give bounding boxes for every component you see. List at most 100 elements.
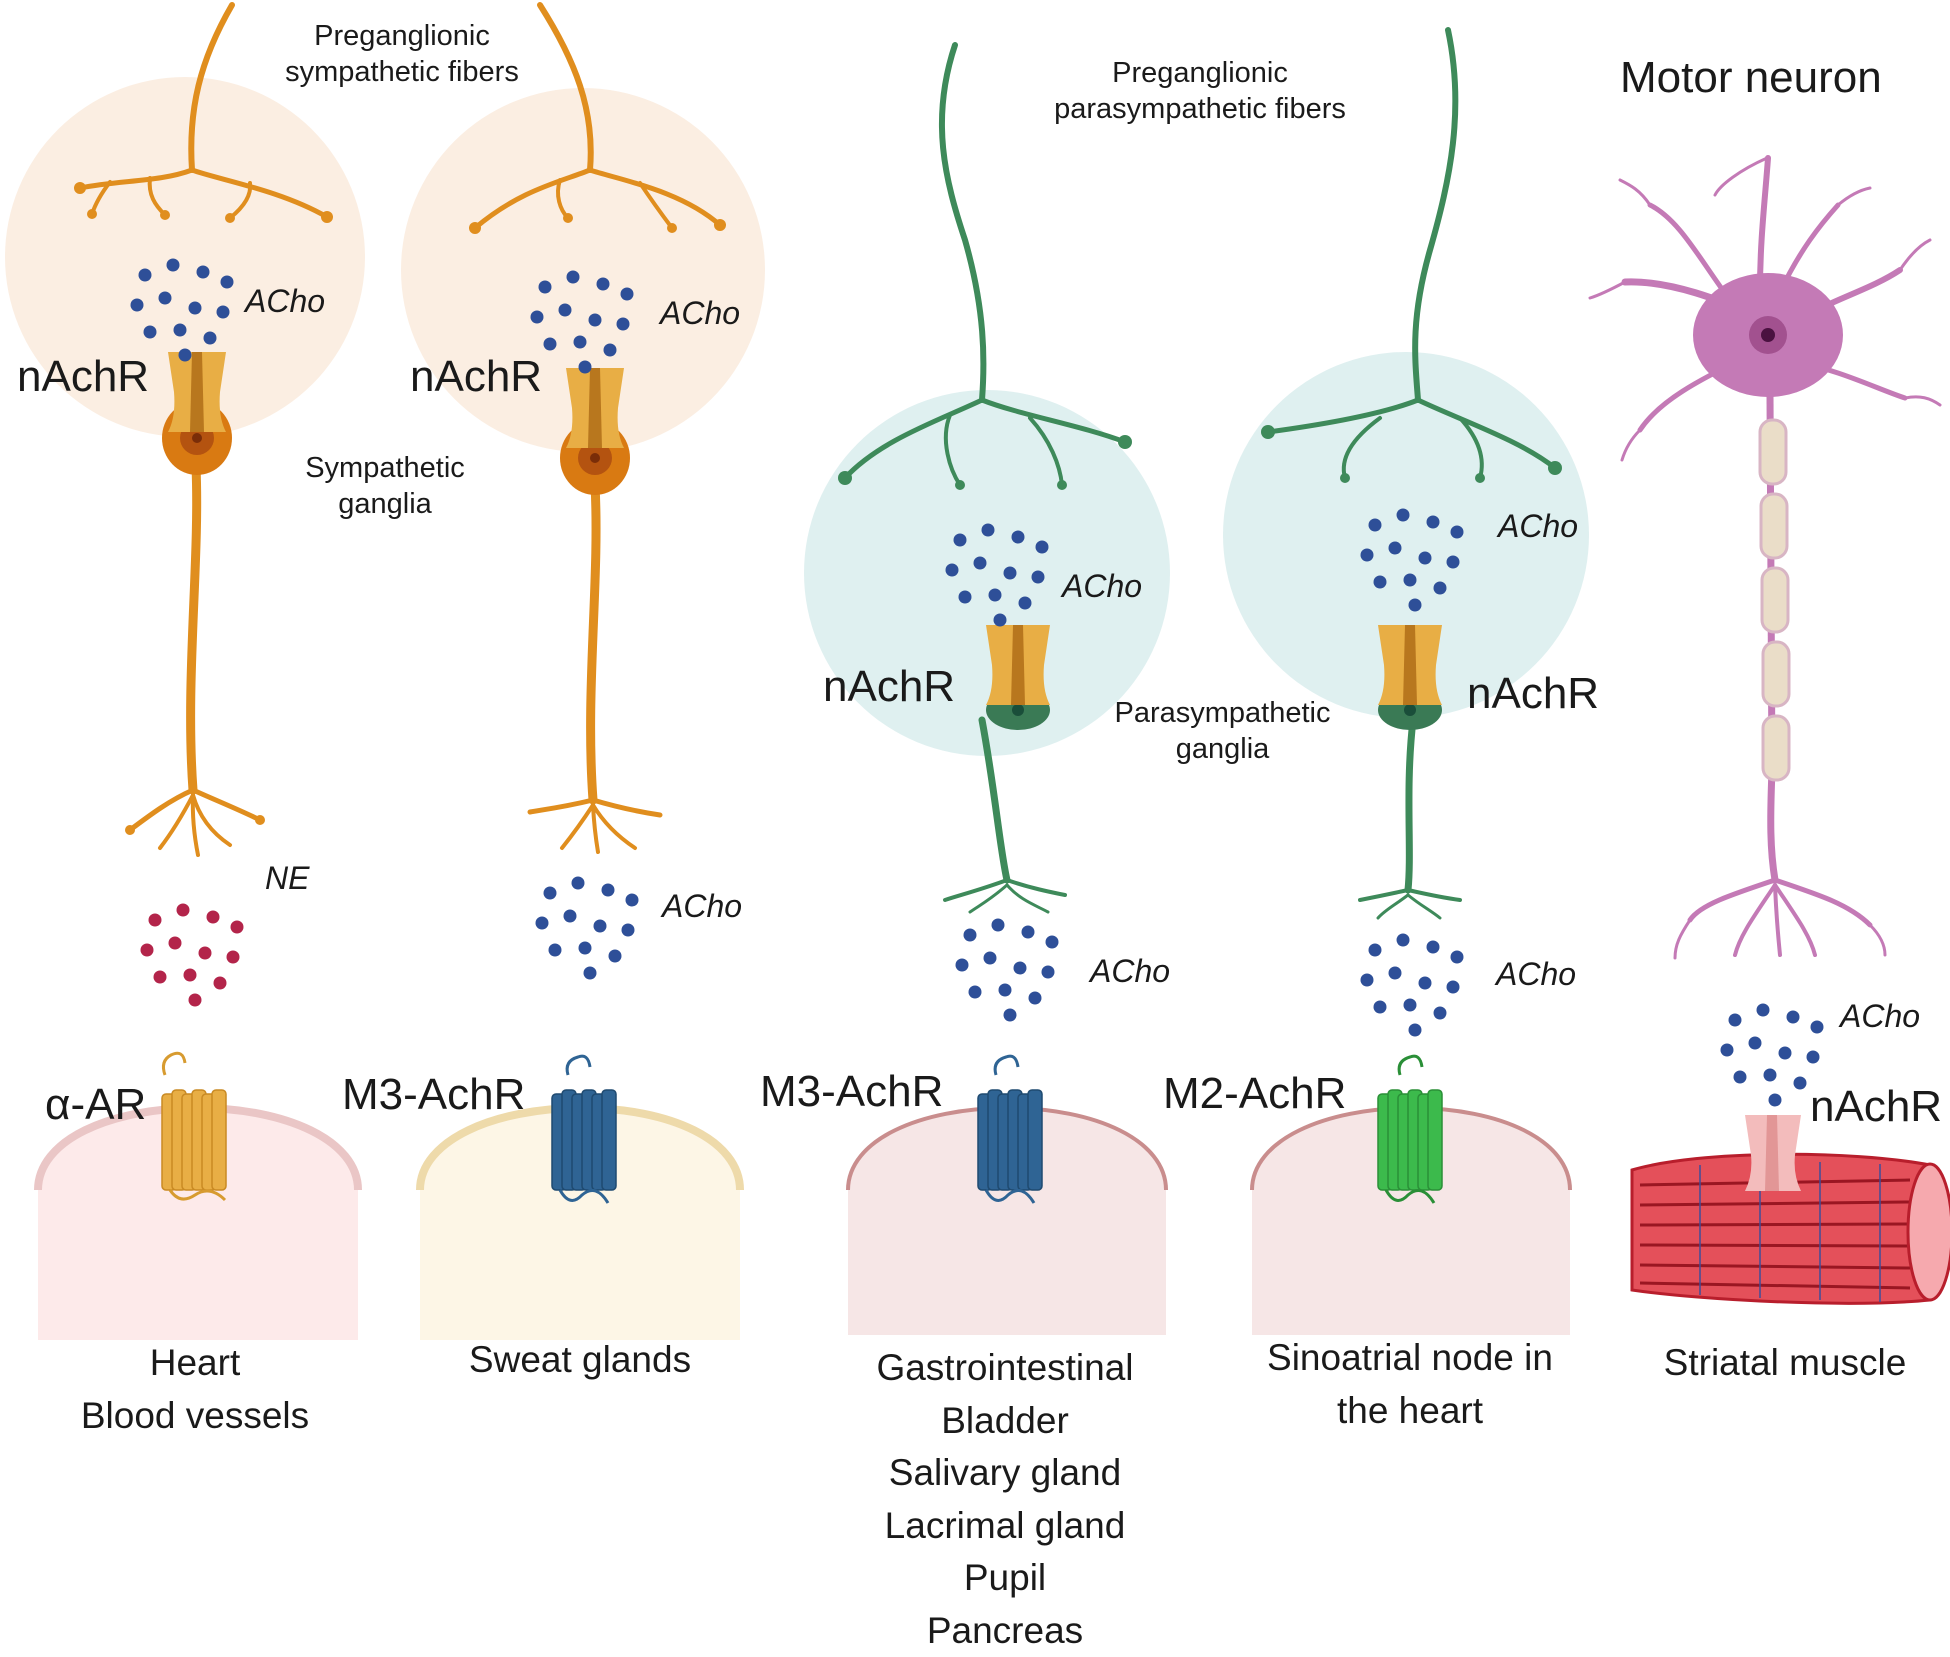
m3-achr-receptor-1 [551,1054,617,1204]
vesicle-dot [571,876,585,890]
vesicle-dot [203,331,217,345]
para-ganglia-line-2: ganglia [1175,733,1270,766]
vesicle-dot [1035,540,1049,554]
vesicle-dot [1450,525,1464,539]
sympathetic-ganglion-halo-1 [5,77,365,437]
vesicle-dot [1450,950,1464,964]
parasympathetic-neuron-2 [1265,27,1558,920]
label-nachr-2: nAchR [410,352,543,401]
target-text: Sinoatrial node in [1267,1337,1553,1378]
vesicle-dot [220,275,234,289]
para-ganglia-line-1: Parasympathetic [1114,697,1331,729]
target-text: Pancreas [926,1609,1084,1651]
vesicle-dot [578,360,592,374]
vesicle-dot [216,305,230,319]
vesicle-dot [1408,598,1422,612]
nachr-receptor-1 [168,352,226,432]
vesicle-dot [993,613,1007,627]
vesicle-dot [988,588,1002,602]
symp-ganglia-line-2: ganglia [338,488,432,521]
vesicle-dot [1368,518,1382,532]
sympathetic-neuron-2-ends [469,213,726,234]
vesicle-dot [973,556,987,570]
vesicle-dot [1003,1008,1017,1022]
vesicle-dot [1433,1006,1447,1020]
motor-axon-myelin [1758,394,1791,782]
vesicle-dot [945,563,959,577]
vesicle-dot [1373,575,1387,589]
vesicle-dot [1368,943,1382,957]
parasympathetic-neuron-1 [842,42,1128,914]
vesicle-dot [1756,1003,1770,1017]
parasympathetic-ganglion-halo-2 [1223,352,1589,718]
vesicle-dot [1786,1010,1800,1024]
vesicle-dot [140,943,154,957]
vesicle-dot [983,951,997,965]
vesicle-dot [153,970,167,984]
vesicle-dot [563,909,577,923]
vesicle-dot [1403,998,1417,1012]
label-preganglionic-sympathetic: Preganglionic sympathetic fibers [262,18,542,91]
vesicle-dot [1011,530,1025,544]
vesicle-dot [998,983,1012,997]
vesicle-dot [958,590,972,604]
vesicle-dot [173,323,187,337]
vesicle-dot [543,886,557,900]
vesicle-dot [1373,1000,1387,1014]
vesicle-dot [1418,551,1432,565]
vesicle-dot [1433,581,1447,595]
targets-striatal-muscle: Striatal muscle [1620,1337,1950,1390]
vesicle-dot [1446,555,1460,569]
vesicle-dot [1003,566,1017,580]
vesicle-dot [1396,933,1410,947]
vesicle-dot [1388,541,1402,555]
vesicle-dot [588,313,602,327]
m2-achr-receptor [1377,1054,1443,1204]
vesicle-dot [196,265,210,279]
vesicle-dot [616,317,630,331]
nachr-receptor-3 [986,625,1050,705]
label-acho-3: ACho [1062,568,1143,604]
vesicle-dot [158,291,172,305]
vesicle-dot [1768,1093,1782,1107]
vesicle-dot [1021,925,1035,939]
alpha-ar-receptor [161,1051,227,1202]
target-text: Pupil [963,1557,1047,1599]
label-acho-2: ACho [660,295,741,331]
muscle-nachr-receptor [1745,1115,1801,1191]
vesicle-dot [1810,1020,1824,1034]
vesicle-dot [226,950,240,964]
label-acho-6: ACho [1090,953,1171,989]
pre-symp-line-1: Preganglionic [314,20,490,52]
vesicle-dot [188,301,202,315]
targets-sweat-glands: Sweat glands [420,1334,740,1387]
target-text: Striatal muscle [1663,1342,1907,1383]
label-motor-neuron: Motor neuron [1620,53,1882,102]
vesicle-dot [548,943,562,957]
vesicle-dot [530,310,544,324]
sympathetic-ganglion-halo-2 [401,88,765,452]
targets-heart-vessels: Heart Blood vessels [40,1337,350,1442]
vesicle-dot [168,936,182,950]
vesicle-dot [953,533,967,547]
label-sympathetic-ganglia: Sympathetic ganglia [285,450,485,523]
label-m3-achr-1: M3-AchR [342,1070,526,1119]
vesicle-dot [1041,965,1055,979]
vesicle-dot [230,920,244,934]
vesicle-dot [535,916,549,930]
vesicle-dot [1733,1070,1747,1084]
vesicle-dot [188,993,202,1007]
target-text: Heart [149,1342,241,1383]
striated-muscle [1630,1152,1950,1305]
label-m3-achr-2: M3-AchR [760,1067,944,1116]
pre-para-line-2: parasympathetic fibers [1054,93,1346,126]
vesicle-dot [601,883,615,897]
vesicle-dot [1388,966,1402,980]
vesicle-dot [1806,1050,1820,1064]
label-ne: NE [265,860,310,896]
vesicle-dot [625,893,639,907]
vesicle-dot [1720,1043,1734,1057]
vesicle-dot [1360,973,1374,987]
vesicle-dot [543,337,557,351]
